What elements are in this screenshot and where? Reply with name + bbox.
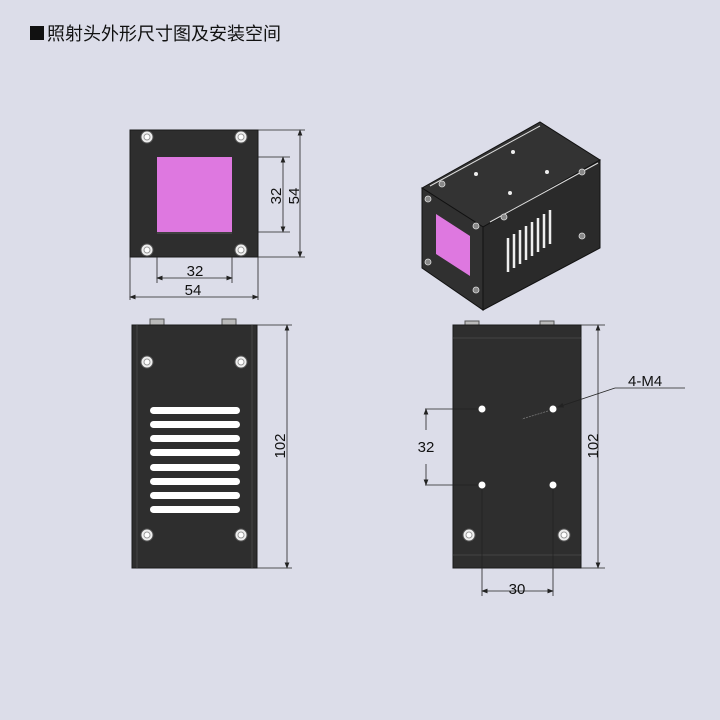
dim-height: 54 xyxy=(286,188,303,205)
bullet-square-icon xyxy=(30,26,44,40)
screw-icon xyxy=(234,243,248,257)
isometric-view xyxy=(421,121,601,311)
dim-length: 102 xyxy=(272,433,289,458)
hole-spec-label: 4-M4 xyxy=(628,373,662,390)
title-text: 照射头外形尺寸图及安装空间 xyxy=(47,24,281,45)
front-view: 32 54 32 54 xyxy=(129,129,305,300)
dim-window-width: 32 xyxy=(187,263,204,280)
screw-icon xyxy=(140,130,154,144)
mount-holes xyxy=(478,405,557,489)
side-view: 102 xyxy=(131,318,292,569)
back-view: 32 30 102 4-M4 xyxy=(418,320,685,598)
dim-width: 54 xyxy=(185,282,202,299)
dim-hole-horizontal: 30 xyxy=(509,581,526,598)
dim-window-height: 32 xyxy=(268,188,285,205)
dim-length-back: 102 xyxy=(585,433,602,458)
light-window xyxy=(157,157,232,232)
screw-icon xyxy=(234,130,248,144)
vent-slots xyxy=(150,407,240,513)
page-title: 照射头外形尺寸图及安装空间 xyxy=(30,20,281,46)
screw-icon xyxy=(140,243,154,257)
dim-hole-vertical: 32 xyxy=(418,439,435,456)
